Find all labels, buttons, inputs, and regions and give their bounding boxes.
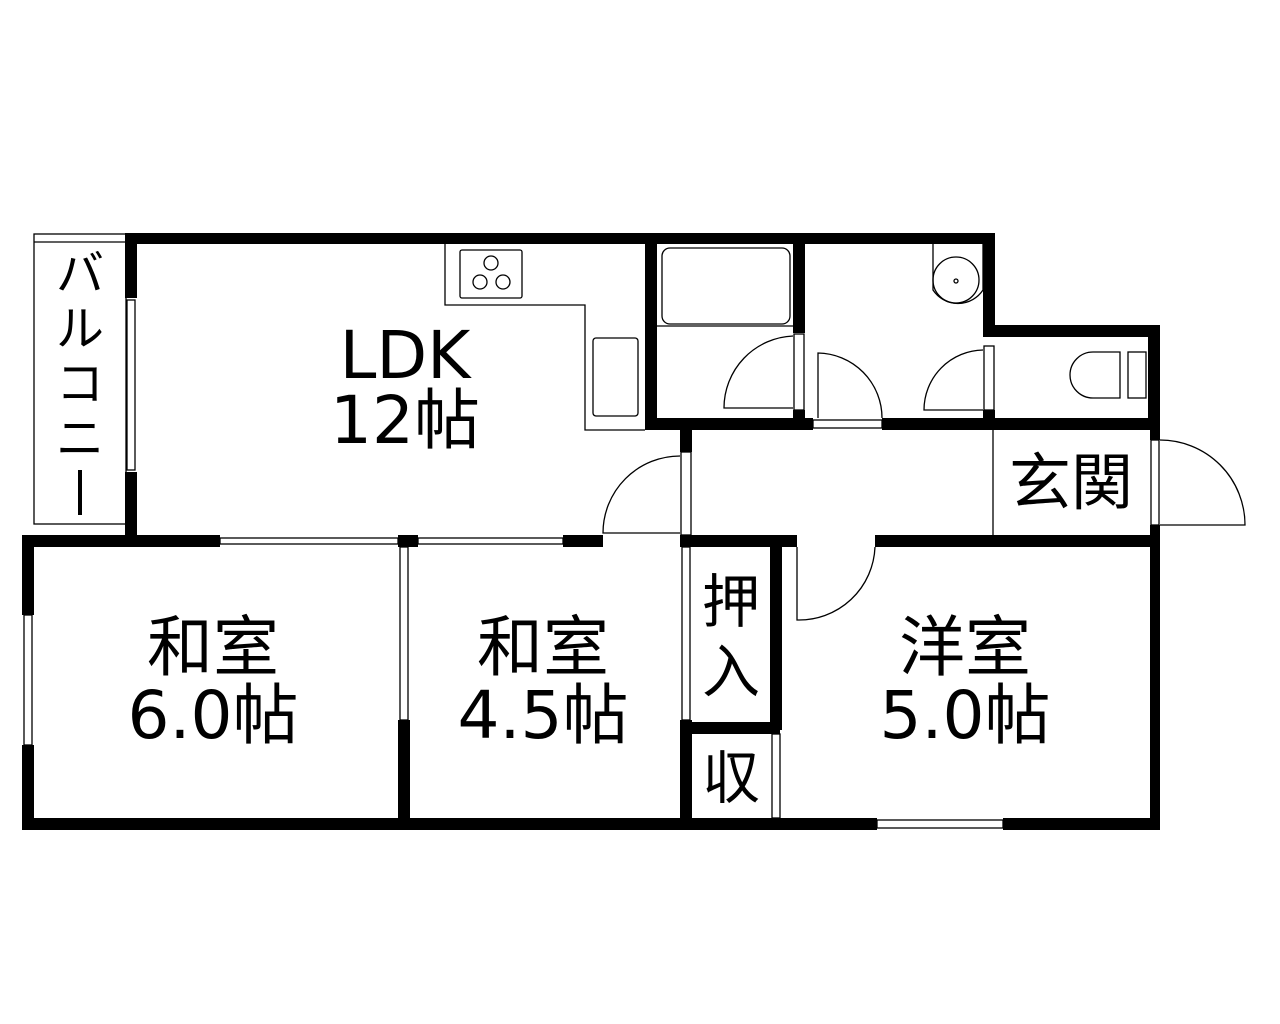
ldk-label: LDK bbox=[340, 317, 473, 394]
ldk-size: 12帖 bbox=[330, 382, 480, 459]
kitchen-counter bbox=[444, 244, 645, 431]
shuunou-label: 収 bbox=[702, 744, 760, 812]
balcony-label: バ ル コ ニ bbox=[56, 246, 104, 515]
oshiire-label-bottom: 入 bbox=[702, 638, 760, 706]
walls bbox=[22, 233, 1160, 830]
stove-icon bbox=[459, 249, 523, 299]
svg-text:コ: コ bbox=[56, 356, 104, 412]
youshitsu-label: 洋室 bbox=[899, 609, 1031, 686]
svg-text:バ: バ bbox=[56, 246, 104, 302]
doors bbox=[602, 333, 1246, 621]
sink-icon bbox=[592, 337, 639, 417]
svg-text:ル: ル bbox=[56, 301, 104, 357]
svg-text:ニ: ニ bbox=[56, 411, 104, 467]
washitsu-45-size: 4.5帖 bbox=[458, 677, 629, 754]
balcony bbox=[33, 233, 127, 525]
washitsu-6-size: 6.0帖 bbox=[128, 677, 299, 754]
youshitsu-size: 5.0帖 bbox=[880, 677, 1051, 754]
washitsu-6-label: 和室 bbox=[147, 609, 279, 686]
washitsu-45-label: 和室 bbox=[477, 609, 609, 686]
bathtub-icon bbox=[661, 247, 791, 325]
washbasin-icon bbox=[932, 256, 980, 304]
oshiire-label-top: 押 bbox=[702, 568, 760, 636]
toilet-icon bbox=[1069, 351, 1121, 399]
genkan-label: 玄関 bbox=[1009, 446, 1133, 519]
